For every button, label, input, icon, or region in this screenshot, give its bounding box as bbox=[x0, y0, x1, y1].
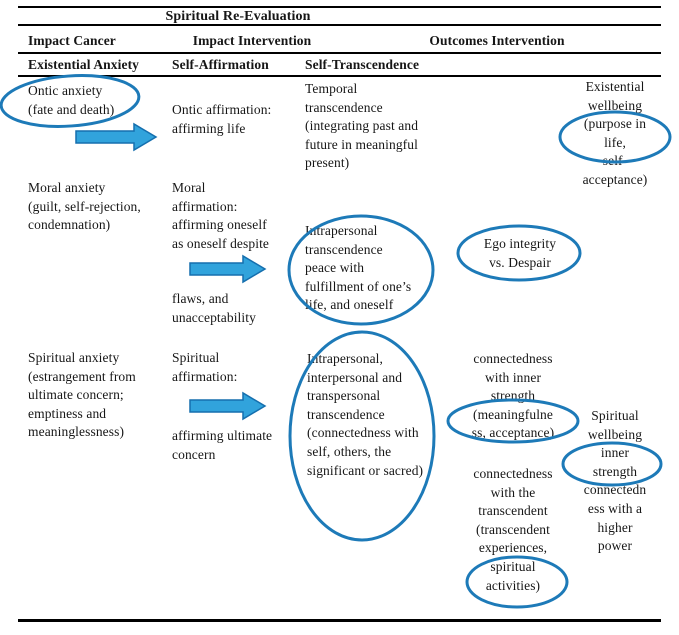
cell-ontic-affirmation: Ontic affirmation: affirming life bbox=[172, 102, 272, 136]
cell-moral-affirmation-top: Moral affirmation: affirming oneself as … bbox=[172, 180, 270, 251]
cell-existential-wellbeing: Existential wellbeing (purpose in life, … bbox=[582, 79, 648, 187]
cell-ontic-anxiety: Ontic anxiety (fate and death) bbox=[28, 83, 115, 117]
table-bottom-rule bbox=[18, 619, 661, 622]
table-title: Spiritual Re-Evaluation bbox=[165, 9, 311, 24]
cell-spiritual-wellbeing: Spiritual wellbeing inner strength conne… bbox=[583, 408, 647, 554]
column-header-impact-intervention: Impact Intervention bbox=[192, 33, 312, 48]
row2-right-arrow-icon bbox=[189, 254, 267, 284]
cell-intrapersonal-transcendence: Intrapersonal transcendence peace with f… bbox=[305, 223, 412, 313]
cell-spiritual-affirmation-bottom: affirming ultimate concern bbox=[172, 428, 273, 462]
table-top-rule bbox=[18, 6, 661, 8]
columns-bottom-rule bbox=[18, 52, 661, 54]
subheader-existential-anxiety: Existential Anxiety bbox=[28, 57, 140, 72]
cell-moral-anxiety: Moral anxiety (guilt, self-rejection, co… bbox=[28, 180, 141, 233]
title-bottom-rule bbox=[18, 24, 661, 26]
cell-temporal-transcendence: Temporal transcendence (integrating past… bbox=[305, 81, 419, 171]
subheader-self-transcendence: Self-Transcendence bbox=[305, 57, 420, 72]
cell-connectedness-inner-strength: connectedness with inner strength (meani… bbox=[471, 351, 555, 441]
cell-moral-affirmation-bottom: flaws, and unacceptability bbox=[172, 291, 256, 325]
row1-right-arrow-icon bbox=[75, 122, 158, 152]
row3-right-arrow-icon bbox=[189, 391, 267, 421]
column-header-outcomes-intervention: Outcomes Intervention bbox=[429, 33, 565, 48]
cell-connectedness-transcendent: connectedness with the transcendent (tra… bbox=[473, 466, 553, 593]
cell-ego-integrity: Ego integrity vs. Despair bbox=[483, 236, 557, 270]
subheader-bottom-rule bbox=[18, 75, 661, 77]
column-header-impact-cancer: Impact Cancer bbox=[28, 33, 116, 48]
cell-spiritual-affirmation-top: Spiritual affirmation: bbox=[172, 350, 238, 384]
cell-transpersonal-transcendence: Intrapersonal, interpersonal and transpe… bbox=[307, 351, 424, 478]
subheader-self-affirmation: Self-Affirmation bbox=[172, 57, 269, 72]
cell-spiritual-anxiety: Spiritual anxiety (estrangement from ult… bbox=[28, 350, 136, 440]
